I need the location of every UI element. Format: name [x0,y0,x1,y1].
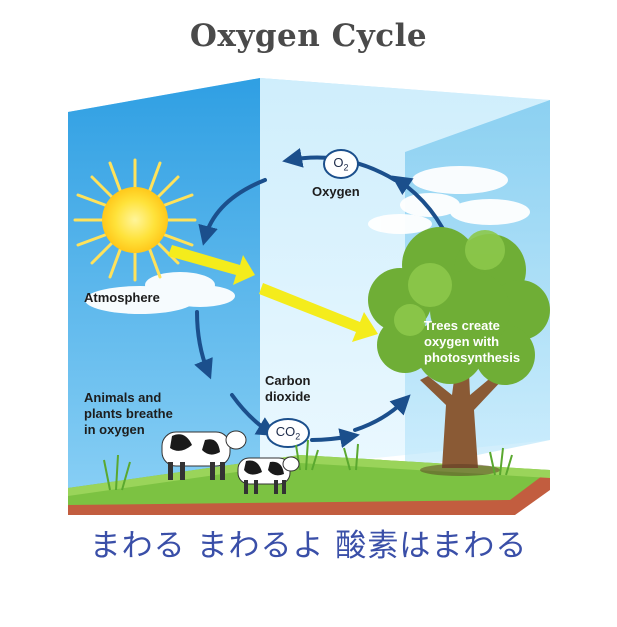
cow-icon [161,430,247,480]
page-title: Oxygen Cycle [189,18,428,54]
carbon-dioxide-label: Carbon dioxide [265,373,311,404]
oxygen-label: Oxygen [312,184,360,199]
cloud-icon [368,166,530,234]
caption: まわる まわるよ 酸素はまわる [89,528,528,564]
oxygen-badge [323,149,359,179]
animals-label: Animals and plants breathe in oxygen [84,390,173,437]
sun-icon [73,158,197,282]
oxygen-formula: O2 [333,155,349,173]
cloud-icon [85,272,235,314]
tree-icon [368,227,550,476]
cow-icon [237,456,300,494]
ground-soil [68,470,550,515]
atmosphere-label: Atmosphere [84,290,160,305]
sunlight-rays [168,245,378,342]
trees-label: Trees create oxygen with photosynthesis [424,318,521,365]
co2-badge [266,418,310,448]
grass-tufts [103,439,513,491]
co2-formula: CO2 [275,424,301,442]
